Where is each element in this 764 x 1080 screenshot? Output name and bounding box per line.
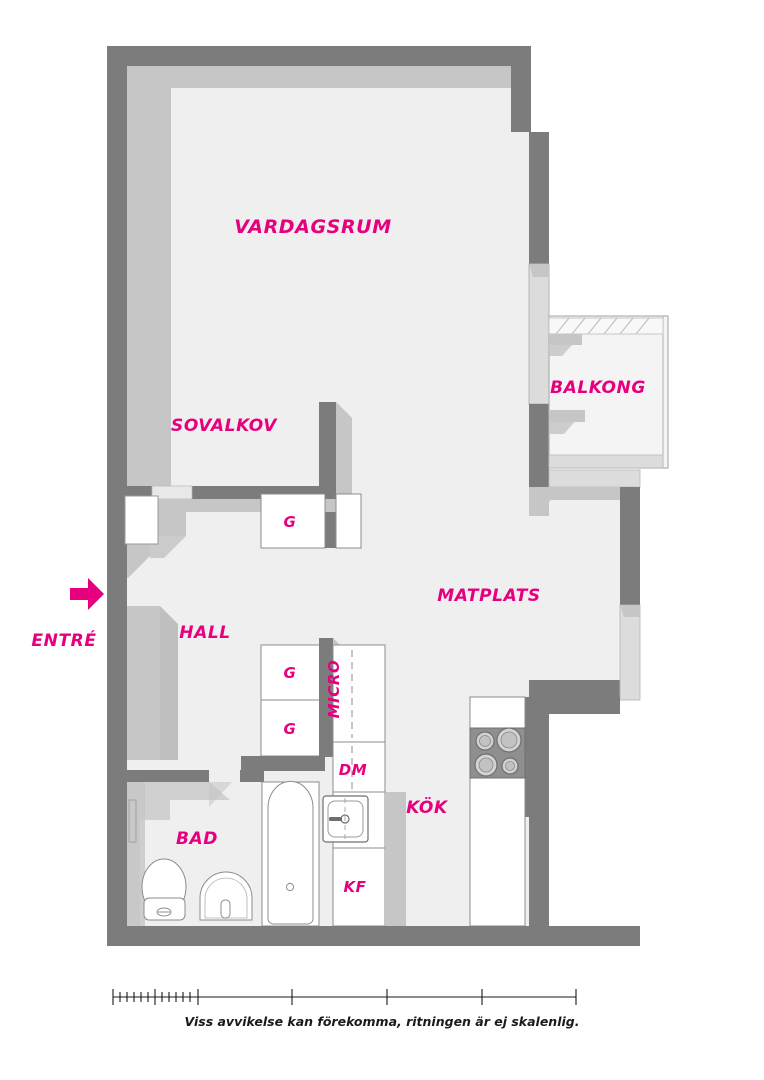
closet-sovalkov (260, 493, 362, 549)
washbasin-fixture (199, 871, 253, 921)
kitchen-counter-right (385, 696, 620, 927)
fixture-label-dishwasher: DM (339, 761, 368, 779)
stove-fixture (469, 727, 526, 779)
room-label-balkong: BALKONG (550, 378, 646, 398)
wall-inner-band (127, 66, 511, 486)
room-label-vardagsrum: VARDAGSRUM (234, 216, 391, 238)
bathtub-fixture (261, 780, 320, 927)
entrance-label: ENTRÉ (31, 629, 96, 651)
fixture-label-microwave: MICRO (325, 660, 343, 719)
toilet-fixture (141, 858, 187, 921)
kitchen-sink-fixture (322, 795, 369, 843)
room-label-kok: KÖK (406, 796, 449, 818)
hall-closets (241, 644, 326, 771)
room-label-sovalkov: SOVALKOV (171, 416, 278, 436)
kitchen-column (319, 638, 386, 927)
east-wall-lower (529, 469, 641, 701)
fixture-label-fridge-freezer: KF (343, 878, 366, 896)
balcony (548, 315, 669, 469)
fixture-label-closet-hall-1: G (284, 664, 297, 682)
room-label-matplats: MATPLATS (437, 586, 541, 606)
balcony-railing-hatch (548, 317, 664, 335)
scale-bar (112, 989, 577, 1005)
hall-shading (124, 495, 336, 578)
west-wall-entrance (107, 606, 178, 946)
scale-disclaimer-text: Viss avvikelse kan förekomma, ritningen … (184, 1014, 580, 1029)
fixture-label-closet-hall-2: G (284, 720, 297, 738)
bathroom (127, 770, 320, 927)
south-wall (107, 926, 640, 946)
room-label-bad: BAD (176, 829, 218, 849)
room-label-hall: HALL (179, 623, 230, 643)
entrance-arrow-icon (70, 578, 104, 610)
fixture-label-closet-sovalkov: G (284, 513, 297, 531)
